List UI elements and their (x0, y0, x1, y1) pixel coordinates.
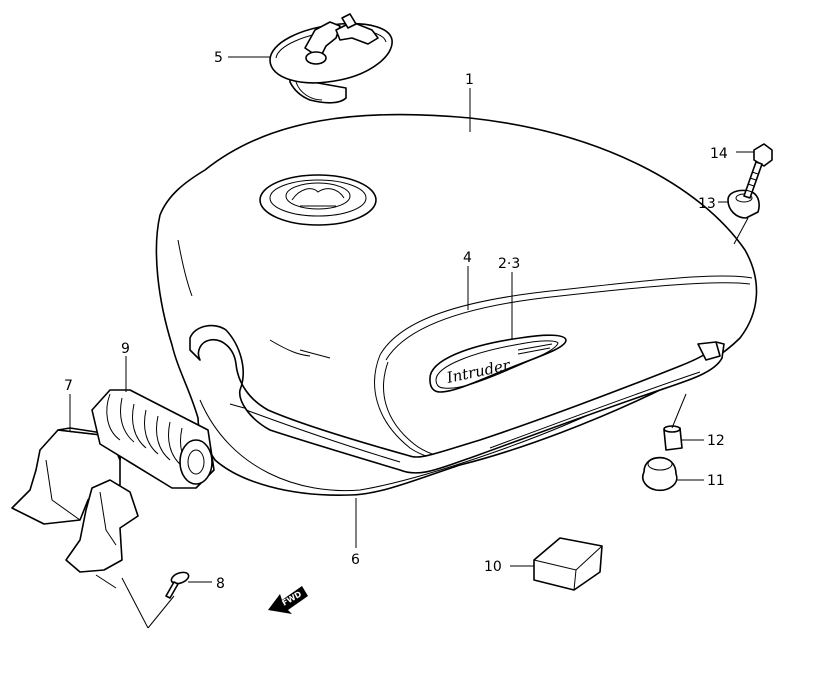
screw[interactable] (165, 570, 190, 599)
rubber-cushion[interactable] (91, 389, 215, 489)
callout-9: 9 (121, 341, 130, 357)
callout-11: 11 (707, 473, 725, 489)
fuel-cap[interactable] (269, 13, 393, 104)
callout-8: 8 (216, 576, 225, 592)
leader-lines (69, 56, 754, 629)
rubber-block[interactable] (533, 537, 603, 591)
collar[interactable] (663, 425, 683, 451)
cushion-rubber[interactable] (727, 189, 760, 219)
callout-1: 1 (465, 72, 474, 88)
callout-7: 7 (64, 378, 73, 394)
mounting-bracket[interactable] (11, 427, 139, 589)
callout-4: 4 (463, 250, 472, 266)
callout-12: 12 (707, 433, 725, 449)
bolt[interactable] (743, 143, 773, 199)
callout-13: 13 (698, 196, 716, 212)
forward-arrow-icon: FWD (268, 586, 308, 614)
callout-labels: 5 1 14 13 4 2·3 9 7 12 11 6 10 8 (64, 50, 728, 592)
tank-strap[interactable] (189, 324, 725, 474)
rubber-cap[interactable] (641, 456, 678, 492)
callout-2-3: 2·3 (498, 256, 520, 272)
callout-5: 5 (214, 50, 223, 66)
callout-6: 6 (351, 552, 360, 568)
callout-10: 10 (484, 559, 502, 575)
callout-14: 14 (710, 146, 728, 162)
filler-neck (259, 174, 377, 226)
